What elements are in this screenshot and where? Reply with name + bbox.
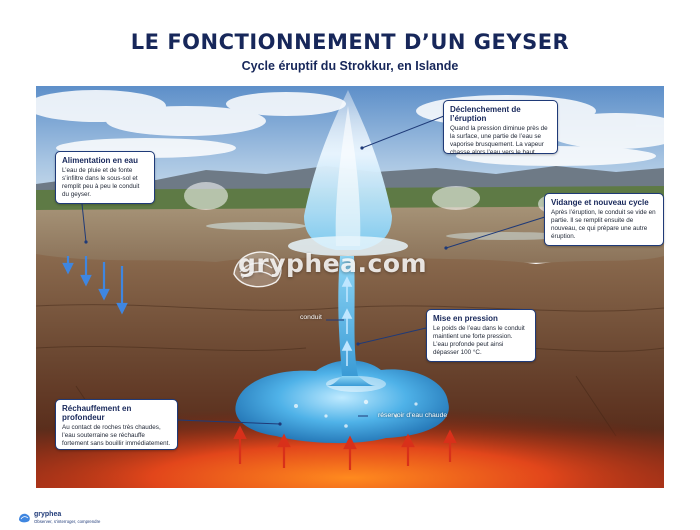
callout-alimentation-title: Alimentation en eau [62, 156, 139, 165]
callout-declenchement: Déclenchement de l’éruption Quand la pre… [443, 100, 558, 156]
callout-alimentation-en-eau: Alimentation en eau L’eau de pluie et de… [55, 151, 155, 204]
page-subtitle: Cycle éruptif du Strokkur, en Islande [241, 59, 459, 73]
callout-rechauffement-text: Au contact de roches très chaudes, l’eau… [62, 424, 171, 447]
callout-vidange-title: Vidange et nouveau cycle [551, 198, 649, 207]
callout-alimentation-text: L’eau de pluie et de fonte s’infiltre da… [62, 167, 140, 198]
callout-pression-title: Mise en pression [433, 314, 498, 323]
callout-mise-en-pression: Mise en pression Le poids de l’eau dans … [426, 309, 536, 362]
callout-pression-text: Le poids de l’eau dans le conduit mainti… [433, 325, 525, 356]
brand-name: gryphea [34, 511, 62, 518]
reservoir-label: réservoir d’eau chaude [378, 412, 448, 419]
infiltration-arrows [62, 256, 128, 315]
heat-arrows [233, 425, 457, 470]
page-title: LE FONCTIONNEMENT D’UN GEYSER [130, 30, 570, 54]
callout-vidange-nouveau-cycle: Vidange et nouveau cycle Après l’éruptio… [544, 193, 664, 246]
callout-declenchement-text: Quand la pression diminue près de la sur… [450, 125, 548, 156]
callout-rechauffement-title: Réchauffement en profondeur [62, 404, 132, 422]
shell-logo-icon [233, 251, 282, 288]
watermark-text: gryphea.com [238, 249, 428, 278]
callout-vidange-text: Après l’éruption, le conduit se vide en … [551, 209, 656, 240]
brand-tagline: Observer, s’interroger, comprendre [34, 519, 101, 524]
brand-logo: gryphea Observer, s’interroger, comprend… [18, 511, 100, 529]
conduit-label: conduit [300, 314, 322, 321]
callout-declenchement-title: Déclenchement de l’éruption [450, 105, 521, 123]
leader-lines [81, 115, 549, 425]
brand-shell-icon [19, 513, 30, 523]
callout-rechauffement: Réchauffement en profondeur Au contact d… [55, 399, 178, 450]
